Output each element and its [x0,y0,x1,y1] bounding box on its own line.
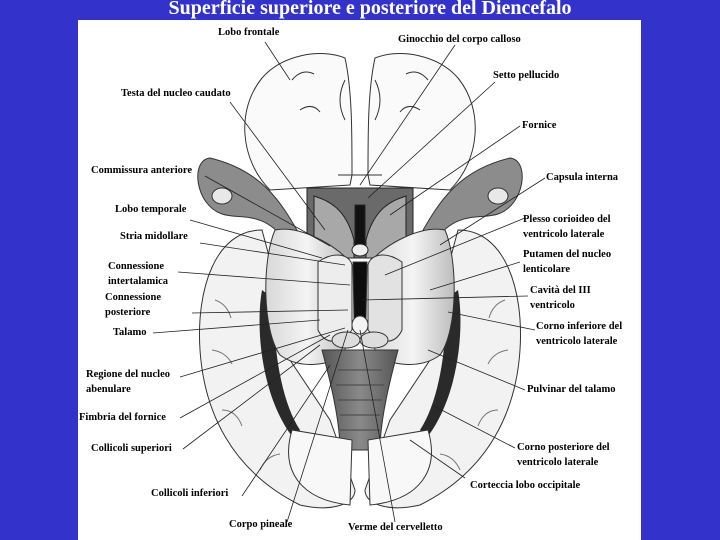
label-testa-nucleo-caudato: Testa del nucleo caudato [121,88,231,99]
label-fimbria-fornice: Fimbria del fornice [79,412,166,423]
label-plesso-corioideo: Plesso corioideo del ventricolo laterale [523,214,611,240]
label-corteccia-lobo-occipitale: Corteccia lobo occipitale [470,480,581,491]
brain-illustration [152,41,546,523]
label-connessione-intertalamica: Connessione intertalamica [108,261,169,287]
label-lobo-frontale: Lobo frontale [218,27,280,38]
label-putamen: Putamen del nucleo lenticolare [523,249,612,275]
label-verme-cervelletto: Verme del cervelletto [348,522,443,533]
label-capsula-interna: Capsula interna [546,172,619,183]
label-cavita-iii-ventricolo: Cavità del III ventricolo [530,285,591,311]
slide-title: Superficie superiore e posteriore del Di… [168,0,572,19]
label-fornice: Fornice [522,120,557,131]
diagram-panel: Lobo frontale Ginocchio del corpo callos… [78,20,641,540]
label-corno-inferiore: Corno inferiore del ventricolo laterale [536,321,623,347]
thalamus [265,228,455,365]
label-ginocchio-corpo-calloso: Ginocchio del corpo calloso [398,34,521,45]
label-commissura-anteriore: Commissura anteriore [91,165,192,176]
frontal-lobe [244,53,476,191]
label-corpo-pineale: Corpo pineale [229,519,293,530]
label-talamo: Talamo [113,327,147,338]
label-lobo-temporale: Lobo temporale [115,204,187,215]
label-stria-midollare: Stria midollare [120,231,188,242]
label-collicoli-superiori: Collicoli superiori [91,443,172,454]
label-regione-nucleo-abenulare: Regione del nucleo abenulare [86,369,170,395]
leader-lines [152,41,546,523]
occipital-lobe [288,429,432,506]
brainstem [321,315,399,451]
label-setto-pellucido: Setto pellucido [493,70,560,81]
label-pulvinar-talamo: Pulvinar del talamo [527,384,616,395]
label-collicoli-inferiori: Collicoli inferiori [151,488,229,499]
label-corno-posteriore: Corno posteriore del ventricolo laterale [517,442,610,468]
temporal-cap [197,157,523,241]
label-connessione-posteriore: Connessione posteriore [105,292,162,318]
